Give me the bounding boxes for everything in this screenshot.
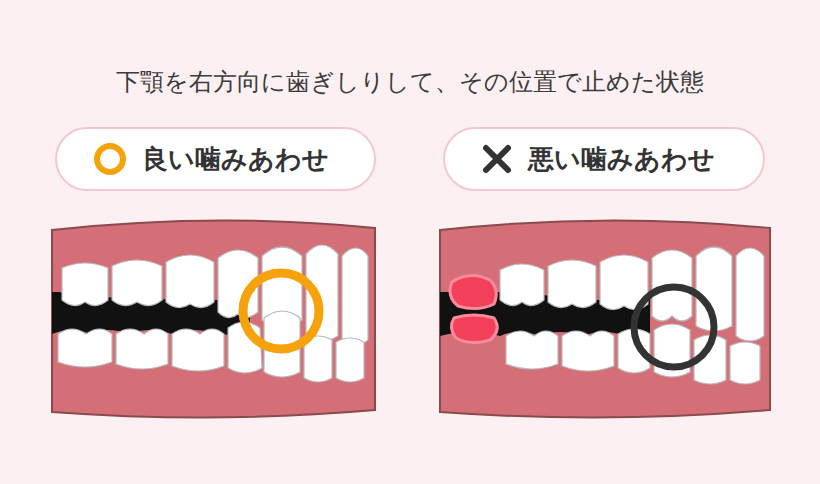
label-pill: 悪い噛みあわせ xyxy=(443,127,765,191)
good-bite-illustration xyxy=(52,220,375,417)
bad-bite-illustration xyxy=(440,220,770,417)
label-pill: 良い噛みあわせ xyxy=(55,127,376,191)
pill-label: 良い噛みあわせ xyxy=(142,142,329,177)
title: 下顎を右方向に歯ぎしりして、その位置で止めた状態 xyxy=(0,66,820,98)
good-circle-icon xyxy=(92,141,128,177)
pill-label: 悪い噛みあわせ xyxy=(528,142,715,177)
bad-cross-icon xyxy=(481,143,513,175)
